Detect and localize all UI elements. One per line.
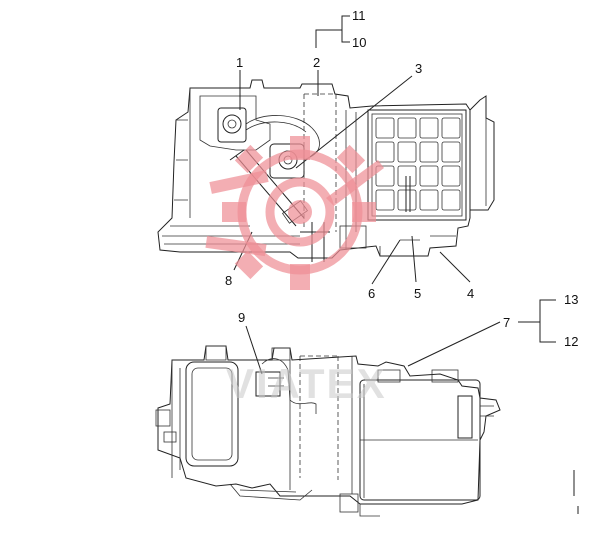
- leader-6: [371, 239, 401, 285]
- watermark-gear-logo: [205, 136, 384, 290]
- watermark-text: VIATEX: [226, 360, 387, 407]
- callout-8: 8: [225, 273, 232, 288]
- edge-marks: [573, 470, 579, 514]
- leader-10-11: [315, 15, 350, 48]
- callout-12: 12: [564, 334, 578, 349]
- upper-assembly: [157, 79, 495, 262]
- lower-assembly: [155, 345, 501, 517]
- callout-11: 11: [352, 8, 366, 23]
- callout-7: 7: [503, 315, 510, 330]
- leader-5: [411, 235, 417, 283]
- callout-1: 1: [236, 55, 243, 70]
- callout-4: 4: [467, 286, 474, 301]
- callout-5: 5: [414, 286, 421, 301]
- leader-12-13: [518, 299, 556, 343]
- callout-13: 13: [564, 292, 578, 307]
- callout-6: 6: [368, 286, 375, 301]
- filter-grid: [375, 117, 461, 211]
- leader-9: [245, 325, 263, 375]
- leader-7: [407, 321, 501, 367]
- callout-9: 9: [238, 310, 245, 325]
- callout-3: 3: [415, 61, 422, 76]
- leader-4: [439, 251, 471, 283]
- callout-2: 2: [313, 55, 320, 70]
- callout-labels: 1 2 3 4 5 6 7 8 9 10 11 12 13: [225, 8, 578, 349]
- callout-10: 10: [352, 35, 366, 50]
